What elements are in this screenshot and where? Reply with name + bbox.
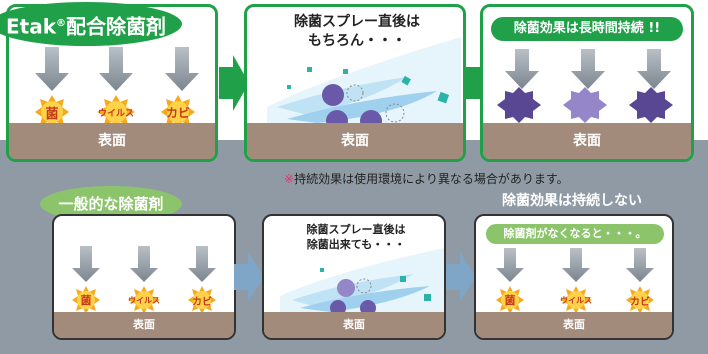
- sun-germ-icon: [496, 286, 524, 314]
- germ-virus: ウイルス: [560, 286, 592, 314]
- surface-label: 表面: [483, 123, 691, 159]
- durability-note: ※持続効果は使用環境により異なる場合があります。: [284, 172, 569, 186]
- bottom-panel-after: 除菌剤がなくなると・・・。 菌 ウイルス カビ 表面: [474, 214, 674, 340]
- bottom-panel-spray: 除菌スプレー直後は 除菌出来ても・・・ 表面: [262, 214, 446, 340]
- sun-germ-icon: [97, 95, 135, 129]
- sun-germ-icon: [35, 95, 69, 129]
- surface-label: 表面: [476, 312, 672, 338]
- down-arrows: [72, 246, 216, 282]
- germ-mold: カビ: [161, 95, 195, 129]
- spray-illustration: [280, 248, 444, 316]
- germ-bacteria: 菌: [35, 95, 69, 129]
- lasting-badge: 除菌効果は長時間持続 !!: [491, 17, 683, 41]
- germ-bacteria: 菌: [496, 286, 524, 314]
- etak-title: Etak®配合除菌剤: [0, 2, 182, 46]
- top-panel-lasting: 除菌効果は長時間持続 !! 表面: [480, 4, 694, 162]
- sun-germ-icon: [560, 286, 592, 314]
- sun-germ-icon: [626, 286, 654, 314]
- spray-caption: 除菌スプレー直後は もちろん・・・: [294, 14, 420, 49]
- down-arrows: [483, 49, 691, 127]
- down-arrows: [35, 47, 199, 91]
- surface-label: 表面: [9, 123, 215, 159]
- germ-virus: ウイルス: [97, 95, 135, 129]
- bottom-panel-before: 菌 ウイルス カビ 表面: [52, 214, 236, 340]
- sun-germ-icon: [72, 286, 100, 314]
- surface-label: 表面: [264, 312, 444, 338]
- surface-label: 表面: [247, 123, 463, 159]
- no-lasting-heading: 除菌効果は持続しない: [502, 193, 642, 209]
- germ-bacteria: 菌: [72, 286, 100, 314]
- germ-mold: カビ: [188, 286, 216, 314]
- flow-arrow-icon: [446, 252, 476, 302]
- germ-virus: ウイルス: [128, 286, 160, 314]
- surface-label: 表面: [54, 312, 234, 338]
- spray-caption: 除菌スプレー直後は 除菌出来ても・・・: [306, 223, 406, 251]
- depleted-badge: 除菌剤がなくなると・・・。: [486, 224, 664, 244]
- sun-germ-icon: [161, 95, 195, 129]
- flow-arrow-icon: [219, 55, 249, 111]
- top-panel-spray: 除菌スプレー直後は もちろん・・・ 表面: [244, 4, 466, 162]
- sun-germ-icon: [188, 286, 216, 314]
- flow-arrow-icon: [234, 252, 264, 302]
- germ-mold: カビ: [626, 286, 654, 314]
- sun-germ-icon: [128, 286, 160, 314]
- down-arrows: [496, 248, 654, 282]
